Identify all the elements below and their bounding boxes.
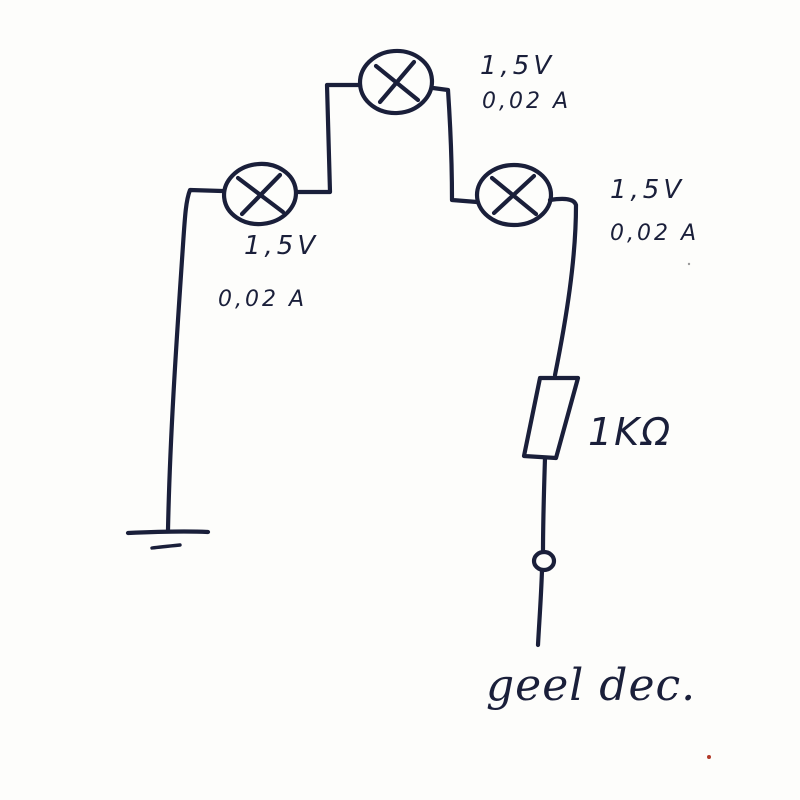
wire-lamp1-to-lamp2 <box>294 82 363 195</box>
lamp-2-current: 0,02 A <box>482 89 571 114</box>
resistor-value: 1KΩ <box>588 410 672 454</box>
lamp-2-voltage: 1,5V <box>480 51 555 81</box>
wire-resistor-to-terminal <box>540 455 548 555</box>
lamp-1-voltage: 1,5V <box>244 231 319 261</box>
lamp-3-voltage: 1,5V <box>610 175 685 205</box>
lamp-3 <box>474 162 554 228</box>
paper-speck <box>707 755 711 759</box>
lamp-2 <box>357 48 435 116</box>
wire-lamp3-to-resistor <box>547 196 579 378</box>
lamp-3-current: 0,02 A <box>610 221 699 246</box>
lamp-1-current: 0,02 A <box>218 287 307 312</box>
output-terminal <box>531 549 557 573</box>
output-label: geel dec. <box>486 660 696 711</box>
wire-ground-to-lamp1 <box>165 187 225 533</box>
wire-lamp2-to-lamp3 <box>430 85 480 205</box>
paper-speck <box>687 262 691 266</box>
lamp-1 <box>221 161 299 227</box>
resistor <box>521 375 581 461</box>
wire-terminal-to-output <box>535 567 545 648</box>
ground-symbol <box>125 529 211 550</box>
